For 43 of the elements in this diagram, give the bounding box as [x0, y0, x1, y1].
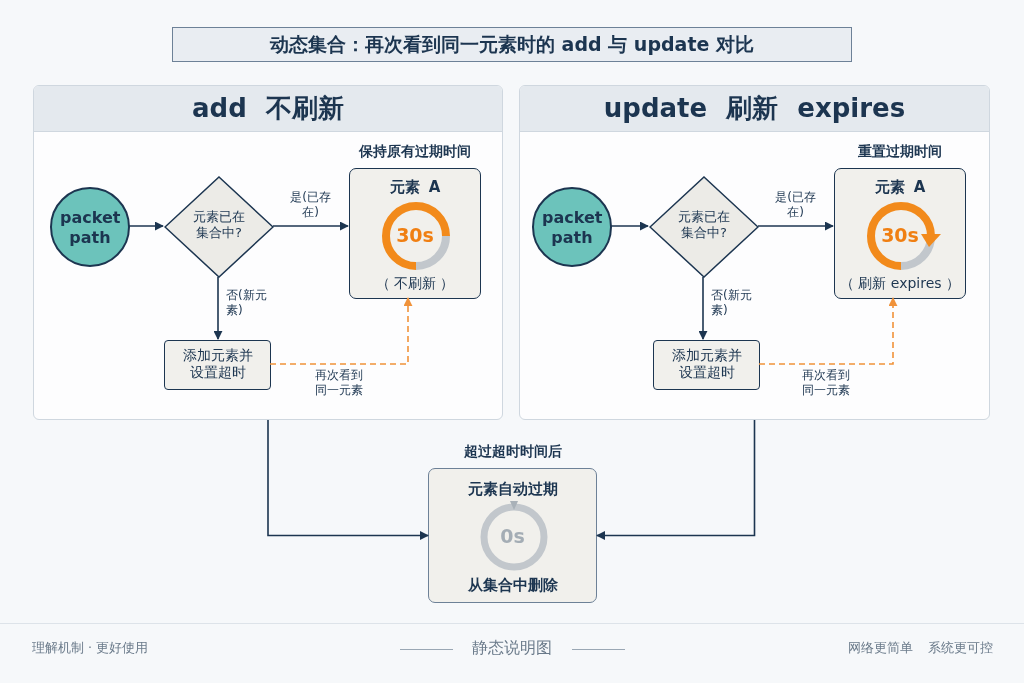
- card-title: 元素 A: [388, 178, 442, 197]
- edge-label: 再次看到同一元素: [313, 368, 365, 398]
- card-note: （ 刷新 expires ）: [838, 275, 962, 293]
- timer-value: 0s: [499, 525, 526, 549]
- arrow: [757, 221, 834, 231]
- decision-text: 元素已在集合中?: [192, 209, 246, 242]
- comparison-panel: [33, 85, 503, 420]
- arrow: [596, 419, 756, 540]
- card-title: 元素 A: [873, 178, 927, 197]
- title-banner: 动态集合：再次看到同一元素时的 add 与 update 对比: [172, 27, 852, 62]
- process-box: [164, 340, 271, 390]
- process-text: 添加元素并设置超时: [670, 347, 743, 381]
- decision-text: 元素已在集合中?: [677, 209, 731, 242]
- dashed-arrow: [758, 297, 898, 365]
- timer-value: 30s: [880, 224, 920, 248]
- arrow: [128, 221, 164, 231]
- node-text: packet path: [60, 208, 120, 248]
- card-note: 从集合中删除: [466, 576, 559, 595]
- dashed-arrow: [269, 297, 413, 365]
- edge-label: 再次看到同一元素: [800, 368, 852, 398]
- arrow: [610, 221, 649, 231]
- panel-header: add 不刷新: [34, 86, 502, 132]
- decision-diamond: [649, 176, 759, 278]
- node-text: packet path: [542, 208, 602, 248]
- node-caption: 保持原有过期时间: [358, 143, 472, 161]
- panel-header: update 刷新 expires: [520, 86, 989, 132]
- arrow: [267, 419, 429, 540]
- card-note: （ 不刷新 ）: [374, 275, 456, 293]
- node-caption: 重置过期时间: [857, 143, 943, 161]
- node-caption: 超过超时时间后: [462, 443, 563, 461]
- arrow: [213, 276, 223, 340]
- process-box: [653, 340, 760, 390]
- card-title: 元素自动过期: [466, 480, 559, 499]
- comparison-panel: [519, 85, 990, 420]
- footer-note: 系统更可控: [928, 640, 993, 656]
- process-text: 添加元素并设置超时: [181, 347, 254, 381]
- arrow: [698, 276, 708, 340]
- footer-note: 理解机制 · 更好使用: [32, 640, 148, 656]
- footer-caption: 静态说明图: [471, 638, 553, 658]
- decision-diamond: [164, 176, 274, 278]
- timer-value: 30s: [395, 224, 435, 248]
- arrow: [272, 221, 349, 231]
- footer-note: 网络更简单: [848, 640, 913, 656]
